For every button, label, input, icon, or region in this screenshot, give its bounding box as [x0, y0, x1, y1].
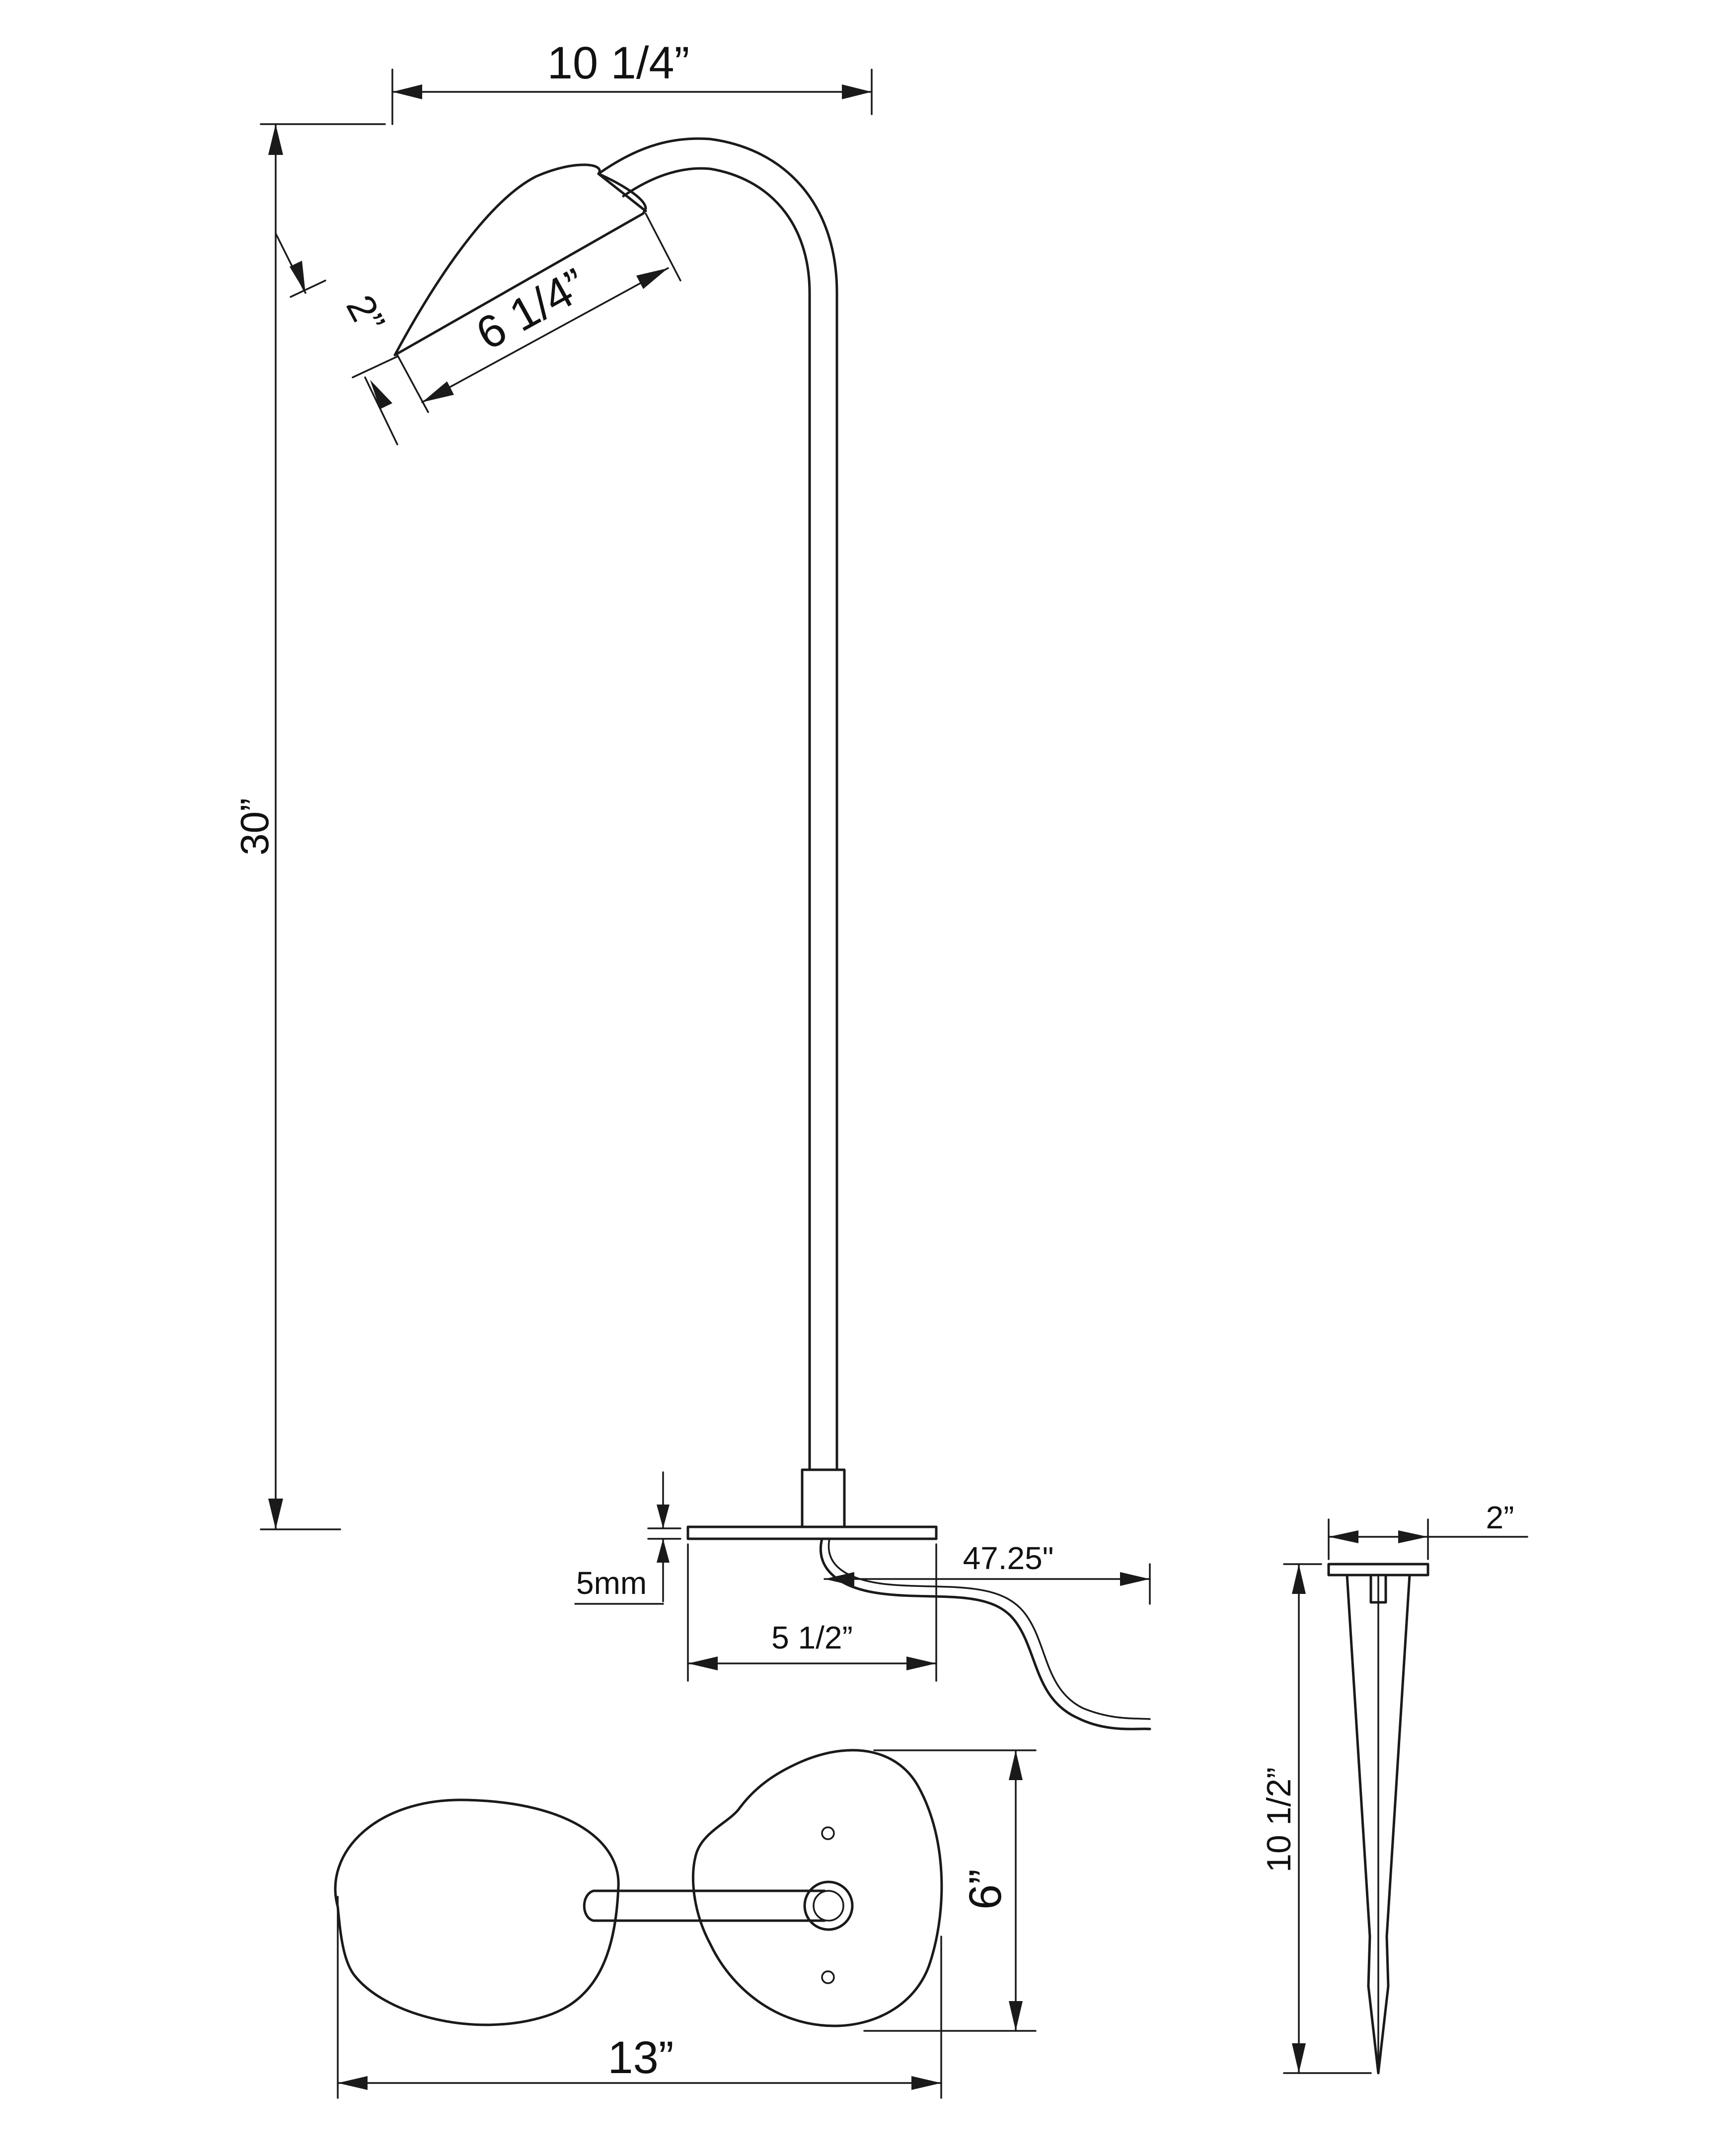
stem-outer: [597, 137, 838, 1471]
base-plate: [686, 1525, 938, 1540]
plan-stem-socket-outer: [803, 1880, 854, 1931]
dim-stake-width: 2”: [1328, 1500, 1528, 1560]
label-shade-depth: 2”: [338, 288, 393, 340]
power-cord: [819, 1537, 1151, 1730]
plan-mount-hole-bottom: [821, 1970, 835, 1984]
label-shade-length: 6 1/4”: [468, 259, 595, 359]
stake-socket: [1369, 1574, 1387, 1604]
dim-plan-length: 13”: [337, 1896, 942, 2099]
shade-neck: [597, 172, 647, 213]
dim-overall-height: 30”: [232, 123, 386, 1530]
ground-stake: [1327, 1563, 1429, 2075]
label-overall-height: 30”: [232, 798, 277, 856]
label-cord-length: 47.25": [963, 1540, 1054, 1576]
stem-collar: [801, 1468, 846, 1528]
lamp-plan-view: [334, 1749, 943, 2027]
dim-stake-length: 10 1/2”: [1260, 1563, 1372, 2074]
dim-shade-depth: 2”: [275, 232, 398, 445]
dim-overall-reach: 10 1/4”: [391, 38, 873, 125]
dim-shade-length: 6 1/4”: [396, 213, 681, 413]
dim-cord-length: 47.25": [824, 1540, 1151, 1605]
stake-top-plate: [1327, 1563, 1429, 1577]
plan-stem-socket-inner: [813, 1890, 844, 1922]
lamp-elevation: [393, 137, 1151, 1730]
label-base-thickness: 5mm: [576, 1565, 647, 1601]
plan-base-plate: [691, 1749, 943, 2027]
label-plan-length: 13”: [608, 2032, 674, 2083]
dim-plan-depth: 6”: [863, 1749, 1037, 2032]
label-overall-reach: 10 1/4”: [547, 38, 689, 88]
plan-shade: [334, 1798, 620, 2026]
plan-mount-hole-top: [821, 1826, 835, 1840]
dim-base-width: 5 1/2”: [687, 1543, 937, 1682]
label-stake-width: 2”: [1486, 1500, 1514, 1535]
dim-base-thickness: 5mm: [574, 1471, 681, 1605]
label-base-width: 5 1/2”: [771, 1620, 853, 1655]
stem-inner: [622, 167, 811, 1471]
lamp-shade: [393, 163, 647, 357]
label-plan-depth: 6”: [960, 1869, 1011, 1910]
plan-arm: [583, 1889, 826, 1922]
label-stake-length: 10 1/2”: [1260, 1767, 1298, 1872]
